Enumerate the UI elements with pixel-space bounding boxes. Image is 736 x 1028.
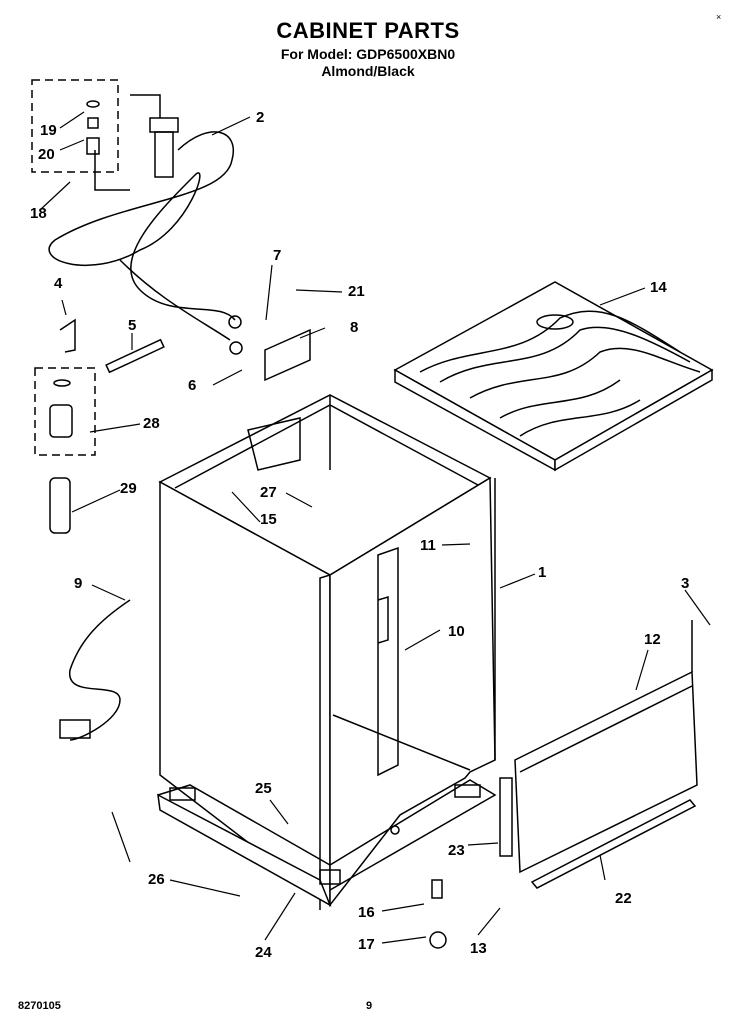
- wood-top: [393, 281, 714, 472]
- callout-17: 17: [358, 936, 375, 953]
- callout-14: 14: [650, 279, 667, 296]
- callout-8: 8: [350, 319, 359, 336]
- callout-23: 23: [448, 842, 465, 859]
- hose-assembly: [31, 79, 243, 355]
- toe-strip: [530, 799, 697, 889]
- callout-1: 1: [538, 564, 547, 581]
- front-panel: [499, 620, 698, 874]
- callout-3: 3: [681, 575, 690, 592]
- page-number: 9: [366, 1000, 373, 1012]
- callout-16: 16: [358, 904, 375, 921]
- callout-13: 13: [470, 940, 487, 957]
- callout-24: 24: [255, 944, 272, 961]
- diagram-title: CABINET PARTS: [276, 18, 460, 43]
- callout-11: 11: [420, 537, 436, 554]
- callout-6: 6: [188, 377, 197, 394]
- callout-20: 20: [38, 146, 55, 163]
- callout-26: 26: [148, 871, 165, 888]
- callout-29: 29: [120, 480, 137, 497]
- callout-12: 12: [644, 631, 661, 648]
- cabinet-body: [157, 394, 497, 910]
- callout-4: 4: [54, 275, 63, 292]
- callout-21: 21: [348, 283, 365, 300]
- callout-10: 10: [448, 623, 465, 640]
- callout-27: 27: [260, 484, 277, 501]
- corner-mark: ×: [716, 12, 722, 22]
- callout-2: 2: [256, 109, 265, 126]
- callout-15: 15: [260, 511, 277, 528]
- callout-22: 22: [615, 890, 632, 907]
- callout-18: 18: [30, 205, 47, 222]
- callout-9: 9: [74, 575, 83, 592]
- color-line: Almond/Black: [321, 63, 415, 79]
- bracket: [264, 328, 311, 382]
- callout-19: 19: [40, 122, 57, 139]
- model-line: For Model: GDP6500XBN0: [280, 46, 456, 62]
- document-number: 8270105: [18, 1000, 61, 1012]
- callout-5: 5: [128, 317, 137, 334]
- callout-25: 25: [255, 780, 272, 797]
- callout-7: 7: [273, 247, 282, 264]
- callout-28: 28: [143, 415, 160, 432]
